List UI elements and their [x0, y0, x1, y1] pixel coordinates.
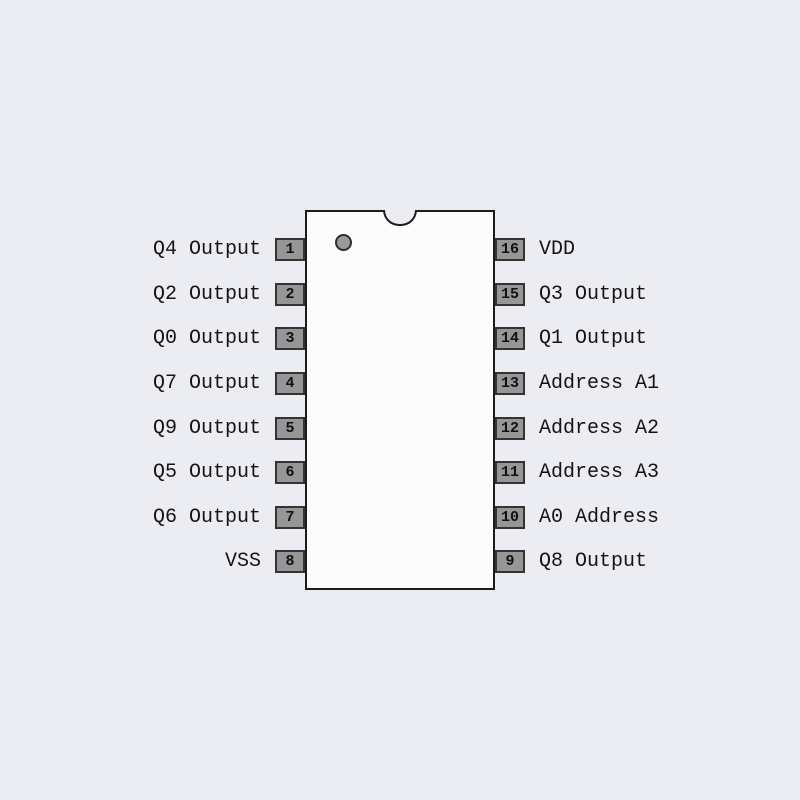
pin-row: 13 Address A1 — [495, 372, 659, 395]
pin-number-box: 1 — [275, 238, 305, 261]
ic-body — [305, 210, 495, 590]
pin-row: Q0 Output 3 — [0, 327, 305, 350]
pin-label: Address A3 — [539, 461, 660, 484]
pin-number-box: 2 — [275, 283, 305, 306]
pin-label: Q5 Output — [152, 461, 261, 484]
pin-row: 10 A0 Address — [495, 506, 659, 529]
pin-label: Q9 Output — [152, 417, 261, 440]
pin-number-box: 6 — [275, 461, 305, 484]
pin-row: Q5 Output 6 — [0, 461, 305, 484]
pin-number-box: 5 — [275, 417, 305, 440]
pin-label: VSS — [224, 550, 261, 573]
pin-label: A0 Address — [539, 506, 660, 529]
pin-row: Q7 Output 4 — [0, 372, 305, 395]
pin-number-box: 7 — [275, 506, 305, 529]
pin-row: 12 Address A2 — [495, 417, 659, 440]
pin-row: VSS 8 — [0, 550, 305, 573]
pin1-indicator-dot — [335, 234, 352, 251]
pin-row: 9 Q8 Output — [495, 550, 647, 573]
pin-label: Address A1 — [539, 372, 660, 395]
pin-label: Address A2 — [539, 417, 660, 440]
pin-row: 14 Q1 Output — [495, 327, 647, 350]
pin-row: Q9 Output 5 — [0, 417, 305, 440]
pin-row: 16 VDD — [495, 238, 575, 261]
pin-row: 15 Q3 Output — [495, 283, 647, 306]
pin-label: Q7 Output — [152, 372, 261, 395]
pin-label: Q3 Output — [539, 283, 648, 306]
pin-number-box: 13 — [495, 372, 525, 395]
pin-number-box: 9 — [495, 550, 525, 573]
pin-number-box: 4 — [275, 372, 305, 395]
pin-row: Q6 Output 7 — [0, 506, 305, 529]
orientation-notch — [383, 210, 417, 226]
pin-label: Q6 Output — [152, 506, 261, 529]
pin-row: 11 Address A3 — [495, 461, 659, 484]
pin-number-box: 15 — [495, 283, 525, 306]
pin-number-box: 8 — [275, 550, 305, 573]
pin-label: Q2 Output — [152, 283, 261, 306]
pin-label: Q8 Output — [539, 550, 648, 573]
pin-number-box: 3 — [275, 327, 305, 350]
pin-label: VDD — [539, 238, 576, 261]
pin-number-box: 11 — [495, 461, 525, 484]
pin-label: Q1 Output — [539, 327, 648, 350]
pin-number-box: 14 — [495, 327, 525, 350]
pin-row: Q2 Output 2 — [0, 283, 305, 306]
pin-label: Q4 Output — [152, 238, 261, 261]
pin-number-box: 12 — [495, 417, 525, 440]
pin-row: Q4 Output 1 — [0, 238, 305, 261]
pin-number-box: 10 — [495, 506, 525, 529]
pin-number-box: 16 — [495, 238, 525, 261]
pin-label: Q0 Output — [152, 327, 261, 350]
